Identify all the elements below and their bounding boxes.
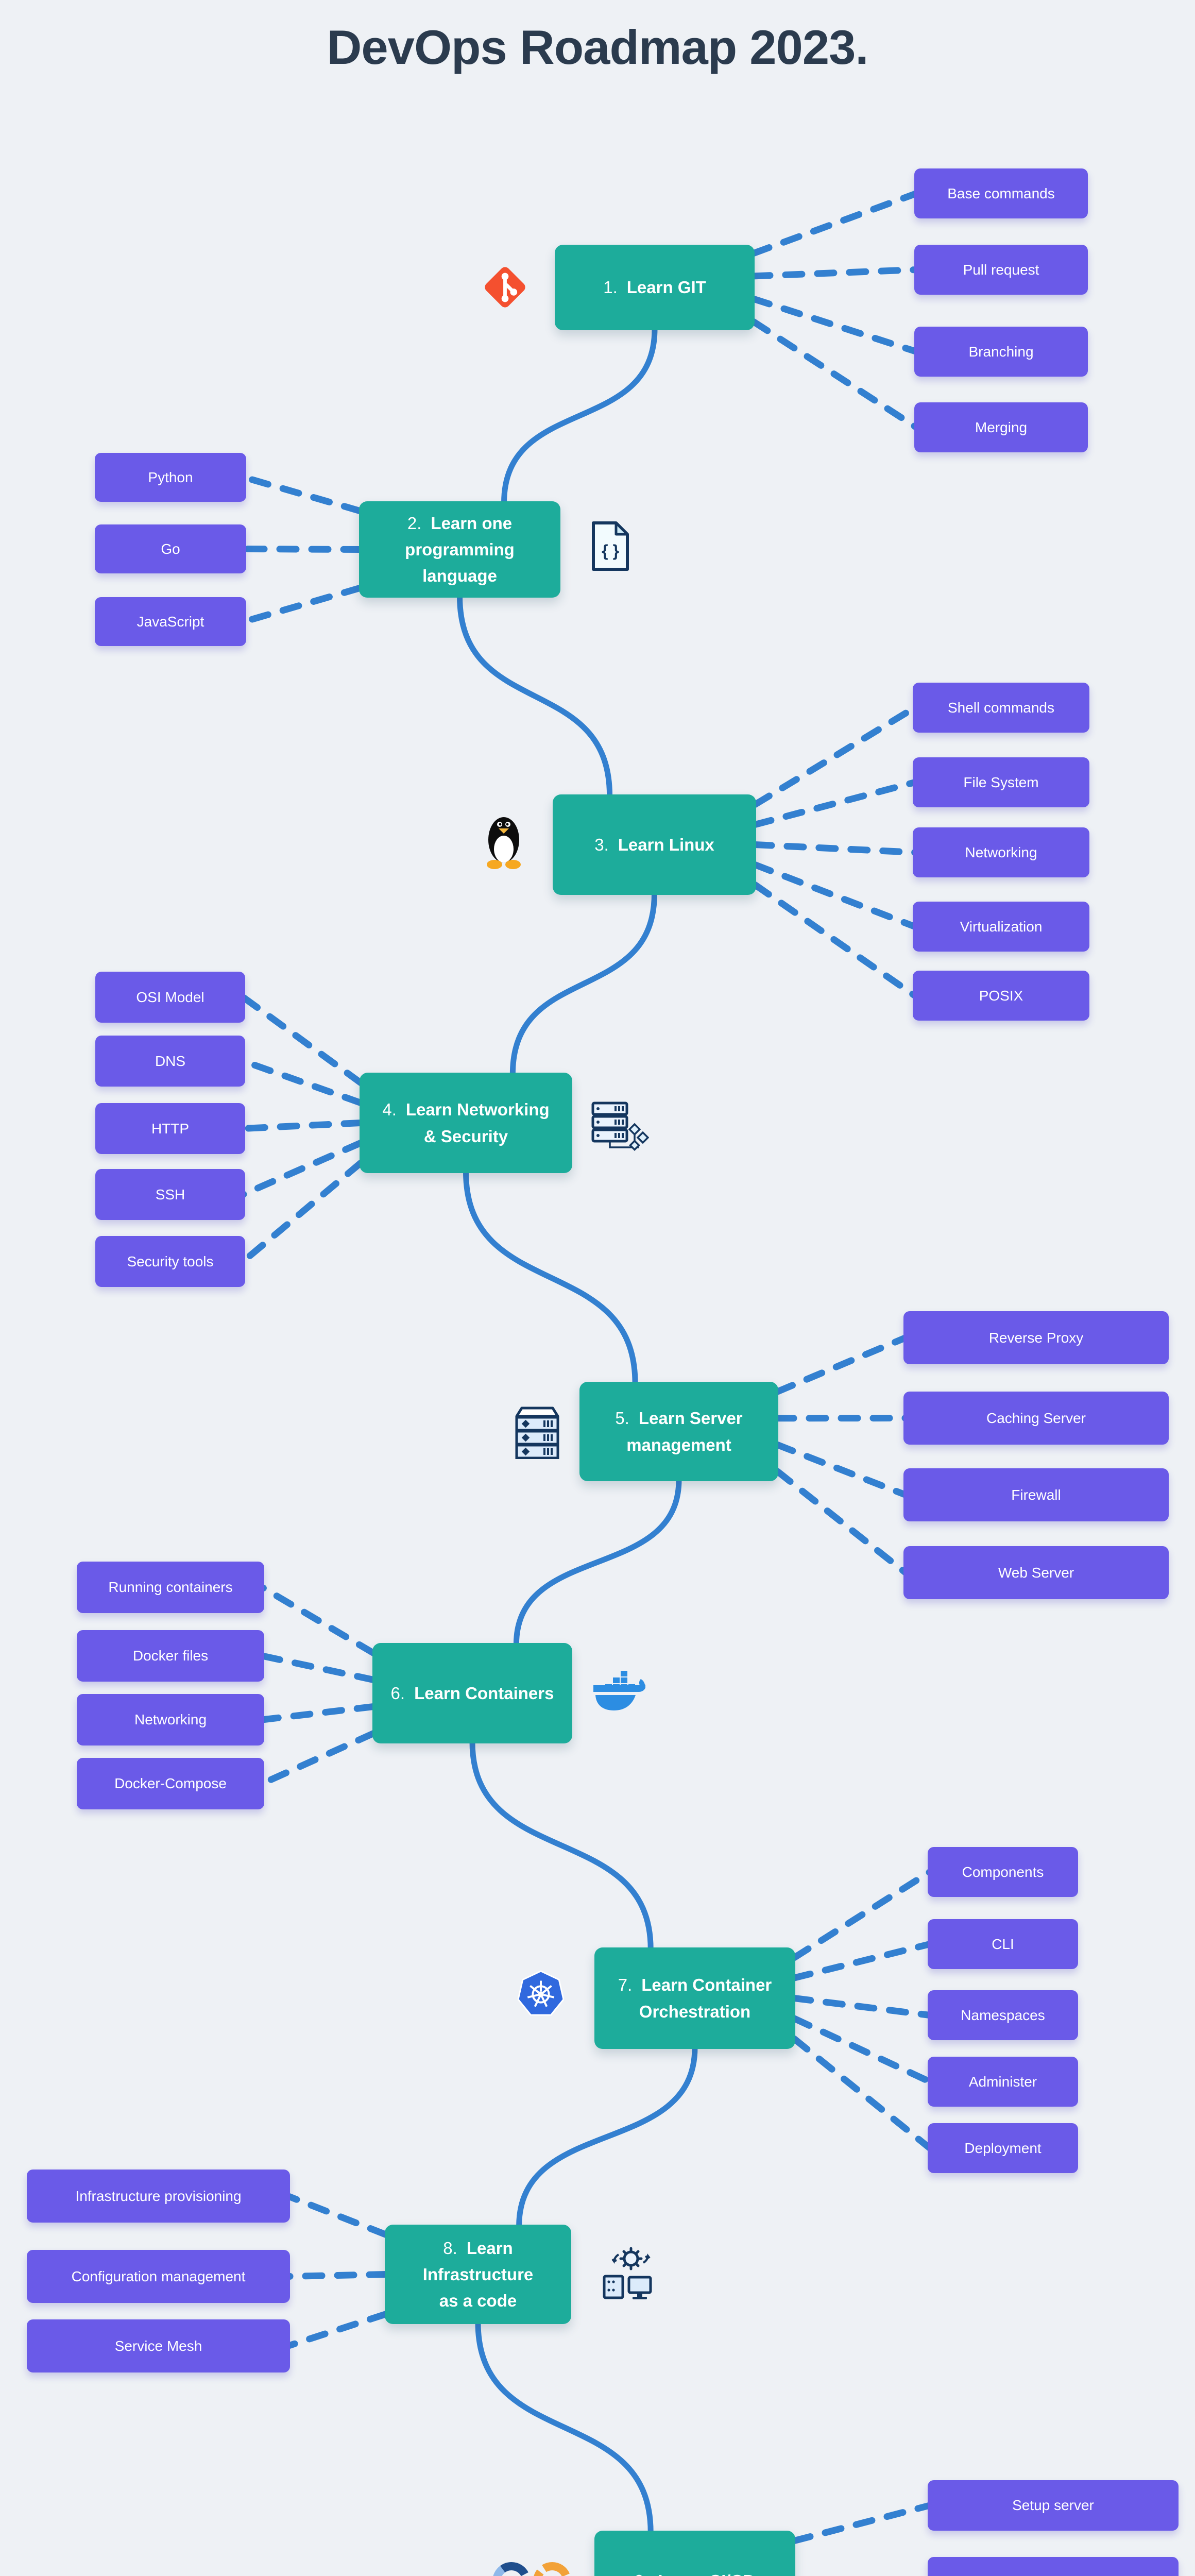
leaf-networking-containers: Networking [77,1694,264,1745]
node-label: 3.Learn Linux [594,835,714,854]
leaf-components: Components [928,1847,1078,1897]
node-learn-containers: 6.Learn Containers [372,1643,572,1743]
leaf-branching: Branching [914,327,1088,377]
leaf-configuration-management: Configuration management [27,2250,290,2303]
node-networking-security: 4.Learn Networking & Security [360,1073,572,1173]
svg-text:{ }: { } [602,541,619,560]
node-label: 6.Learn Containers [390,1683,554,1703]
leaf-setup-server: Setup server [928,2480,1179,2531]
git-icon [478,260,532,314]
leaf-pull-request: Pull request [914,245,1088,295]
page-title: DevOps Roadmap 2023. [327,20,869,74]
node-infrastructure-as-code: 8.Learn Infrastructure as a code [385,2225,571,2324]
node-label: 2.Learn one programming language [405,513,515,586]
node-learn-git: 1.Learn GIT [555,245,755,330]
leaf-virtualization: Virtualization [913,902,1089,952]
docker-whale-icon [591,1669,645,1716]
node-number: 2. [407,513,422,533]
node-number: 9. [635,2571,649,2576]
node-learn-cicd: 9.Learn CI/CD [594,2531,795,2576]
leaf-file-system: File System [913,757,1089,807]
leaf-service-mesh: Service Mesh [27,2319,290,2372]
leaf-web-server: Web Server [903,1546,1169,1599]
node-label: 7.Learn Container Orchestration [618,1975,772,2021]
leaf-administer: Administer [928,2057,1078,2107]
cicd-infinity-icon [487,2556,577,2576]
leaf-posix: POSIX [913,971,1089,1021]
leaf-go: Go [95,524,246,573]
node-container-orchestration: 7.Learn Container Orchestration [594,1947,795,2049]
leaf-ssh: SSH [95,1169,245,1220]
leaf-security-tools: Security tools [95,1236,245,1287]
leaf-infrastructure-provisioning: Infrastructure provisioning [27,2170,290,2223]
network-security-icon [590,1100,649,1151]
node-label: 9.Learn CI/CD [635,2568,755,2576]
node-number: 6. [390,1683,405,1703]
leaf-base-commands: Base commands [914,168,1088,218]
node-label: 5.Learn Server management [615,1409,743,1454]
leaf-http: HTTP [95,1103,245,1154]
node-number: 1. [603,278,618,297]
node-label: 8.Learn Infrastructure as a code [422,2238,534,2311]
leaf-merging: Merging [914,402,1088,452]
node-number: 8. [443,2238,457,2258]
leaf-integration: Integration [928,2557,1179,2576]
kubernetes-icon [518,1968,564,2019]
node-label: 4.Learn Networking & Security [382,1100,550,1146]
leaf-python: Python [95,453,246,502]
leaf-javascript: JavaScript [95,597,246,646]
node-number: 4. [382,1100,397,1120]
leaf-deployment: Deployment [928,2123,1078,2173]
leaf-shell-commands: Shell commands [913,683,1089,733]
leaf-firewall: Firewall [903,1468,1169,1521]
server-rack-icon [511,1405,563,1459]
node-learn-linux: 3.Learn Linux [553,794,756,895]
leaf-reverse-proxy: Reverse Proxy [903,1311,1169,1364]
leaf-networking: Networking [913,827,1089,877]
leaf-docker-compose: Docker-Compose [77,1758,264,1809]
leaf-namespaces: Namespaces [928,1990,1078,2040]
node-number: 3. [594,835,609,854]
leaf-cli: CLI [928,1919,1078,1969]
leaf-caching-server: Caching Server [903,1392,1169,1445]
leaf-osi-model: OSI Model [95,972,245,1023]
leaf-dns: DNS [95,1036,245,1087]
leaf-docker-files: Docker files [77,1630,264,1682]
automation-gear-icon [600,2245,654,2301]
linux-tux-icon [478,808,530,870]
node-label: 1.Learn GIT [603,278,706,297]
leaf-running-containers: Running containers [77,1562,264,1613]
node-server-management: 5.Learn Server management [579,1382,778,1481]
node-number: 5. [615,1409,629,1428]
code-file-icon: { } [587,520,634,572]
node-programming-language: 2.Learn one programming language [359,501,560,598]
node-number: 7. [618,1975,633,1995]
